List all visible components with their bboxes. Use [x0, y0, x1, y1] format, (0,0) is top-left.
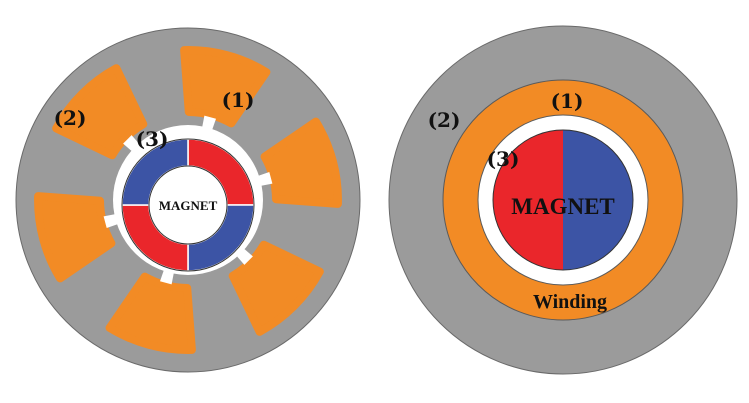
slot-opening [123, 135, 143, 155]
right-winding-label: (1) [551, 89, 584, 113]
slot-winding [52, 64, 148, 160]
slotted-machine: MAGNET (1) (2) (3) [15, 27, 361, 373]
slot-winding [180, 46, 271, 128]
right-magnet-outline [492, 129, 634, 271]
slotless-machine: MAGNET Winding (1) (2) (3) [388, 25, 738, 375]
slot-winding [105, 272, 196, 354]
right-magnet-north [493, 130, 563, 270]
slot-opening [254, 172, 273, 187]
left-rotor-core [148, 165, 228, 245]
magnet-ring-outline [121, 138, 255, 272]
right-gap-label: (3) [487, 147, 520, 171]
right-magnet-label: MAGNET [511, 194, 615, 219]
left-magnet-ring [121, 138, 255, 272]
left-slot-openings [103, 115, 273, 285]
left-core-label: (2) [54, 106, 87, 130]
slot-opening [201, 115, 216, 134]
slot-opening [103, 213, 122, 228]
left-magnet-label: MAGNET [159, 198, 218, 213]
slot-winding [34, 192, 116, 283]
left-slot-windings [34, 46, 342, 354]
slot-opening [233, 245, 253, 265]
right-magnet-south [563, 130, 633, 270]
slot-winding [228, 240, 324, 336]
left-gap-label: (3) [136, 127, 169, 151]
slot-winding [260, 117, 342, 208]
slot-opening [160, 266, 175, 285]
right-winding-name-label: Winding [533, 291, 607, 313]
left-winding-label: (1) [222, 88, 255, 112]
right-core-label: (2) [428, 108, 461, 132]
